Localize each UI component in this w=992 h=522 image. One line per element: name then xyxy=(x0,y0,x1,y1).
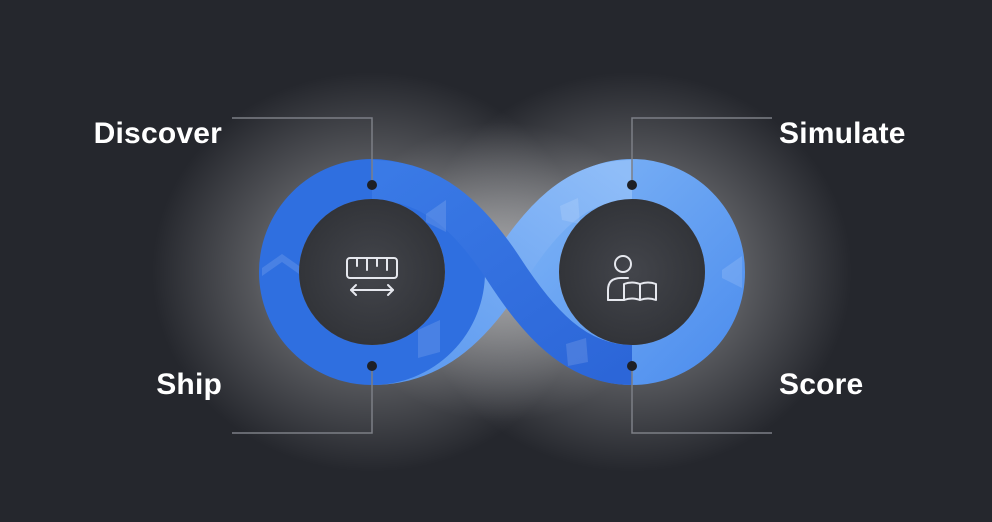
leader-line-discover xyxy=(232,117,373,185)
loop-right-center xyxy=(559,199,705,345)
stage-label-score: Score xyxy=(779,368,864,401)
anchor-dot-discover xyxy=(367,180,377,190)
loop-segment-marks xyxy=(262,198,742,366)
leader-lines xyxy=(232,117,772,434)
anchor-dot-simulate xyxy=(627,180,637,190)
anchor-dot-score xyxy=(627,361,637,371)
loop-cross-band-dark xyxy=(371,160,633,385)
leader-line-score xyxy=(631,366,772,434)
ruler-icon xyxy=(346,257,398,296)
stage-label-ship: Ship xyxy=(156,368,222,401)
person-book-icon xyxy=(607,255,657,301)
anchor-dot-ship xyxy=(367,361,377,371)
loop-left-center xyxy=(299,199,445,345)
leader-line-simulate xyxy=(631,117,772,185)
anchor-dots xyxy=(367,180,637,371)
stage-label-discover: Discover xyxy=(93,117,222,150)
stage-label-simulate: Simulate xyxy=(779,117,906,150)
leader-line-ship xyxy=(232,366,373,434)
